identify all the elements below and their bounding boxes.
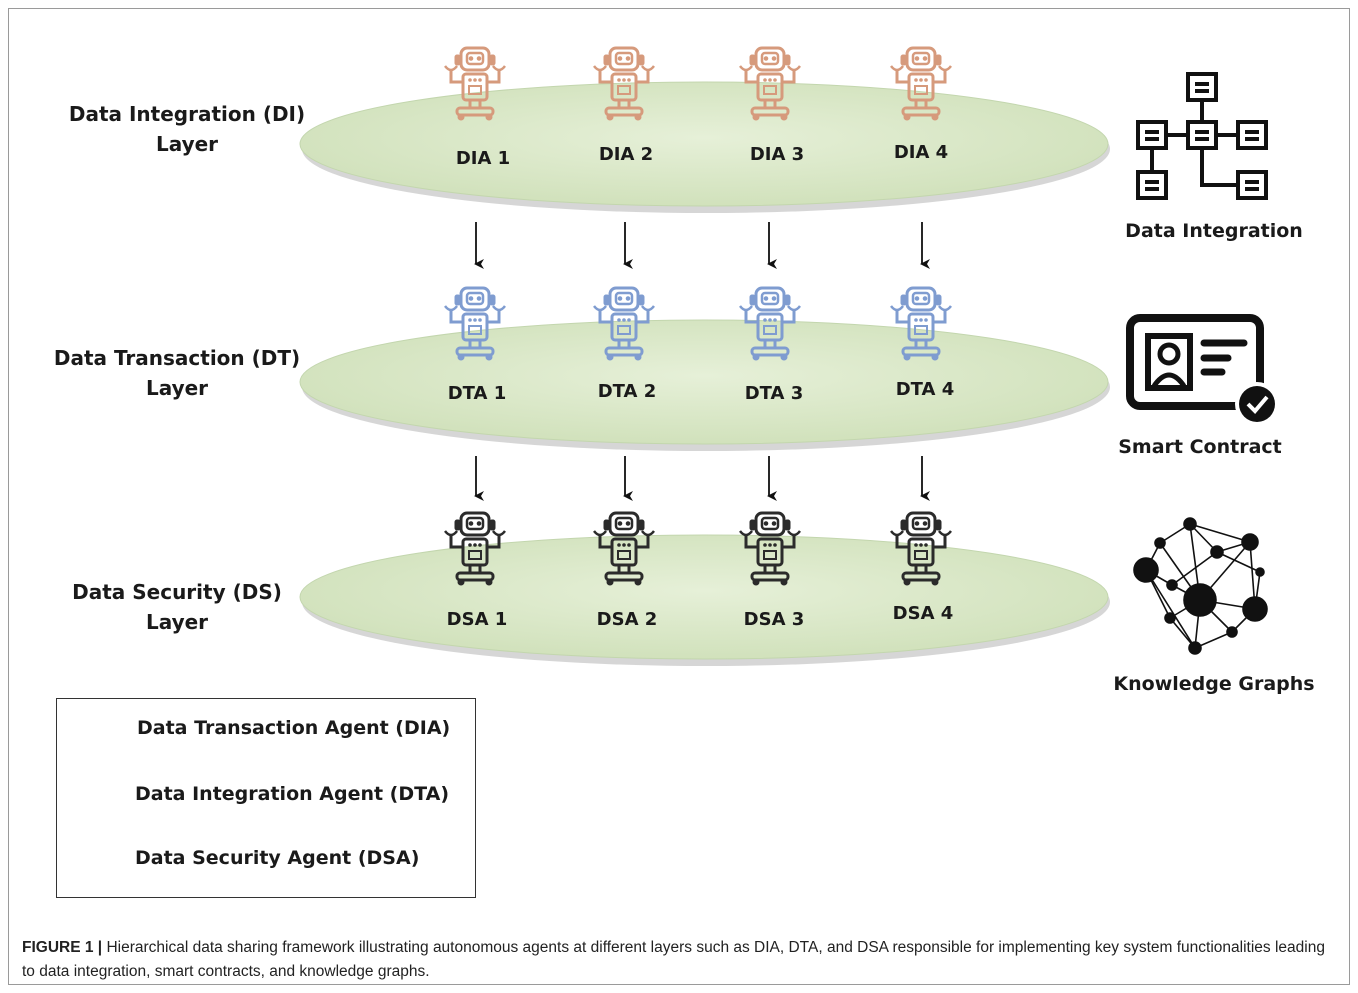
agent-label-dta-1: DTA 1	[447, 383, 507, 404]
layer-title: Data Security (DS)	[72, 580, 282, 604]
layer-disc-dt	[299, 319, 1110, 451]
caption-text: Hierarchical data sharing framework illu…	[22, 939, 1325, 980]
layer-label-di: Data Integration (DI) Layer	[62, 99, 312, 159]
figure-caption: FIGURE 1 | Hierarchical data sharing fra…	[22, 936, 1332, 984]
agent-label-dsa-3: DSA 3	[743, 609, 805, 630]
side-label-data-integration: Data Integration	[1125, 220, 1303, 242]
agent-label-dsa-4: DSA 4	[892, 603, 954, 624]
legend: Data Transaction Agent (DIA) Data Integr…	[56, 698, 476, 898]
figure-number: FIGURE 1 |	[22, 939, 103, 956]
layer-subtitle: Layer	[155, 132, 219, 156]
layer-subtitle: Layer	[145, 610, 209, 634]
agent-label-dsa-2: DSA 2	[596, 609, 658, 630]
figure-frame	[8, 8, 1350, 985]
agent-label-dta-4: DTA 4	[895, 379, 955, 400]
agent-label-dia-1: DIA 1	[455, 148, 511, 169]
agent-label-dia-3: DIA 3	[749, 144, 805, 165]
hierarchy-icon	[1136, 72, 1268, 200]
side-label-knowledge-graphs: Knowledge Graphs	[1113, 673, 1315, 695]
layer-title: Data Integration (DI)	[68, 102, 306, 126]
layer-disc-ds	[299, 534, 1110, 666]
agent-label-dia-4: DIA 4	[893, 142, 949, 163]
layer-label-ds: Data Security (DS) Layer	[52, 577, 302, 637]
contract-icon	[1126, 314, 1279, 426]
layer-label-dt: Data Transaction (DT) Layer	[52, 343, 302, 403]
agent-label-dta-2: DTA 2	[597, 381, 657, 402]
agent-label-dia-2: DIA 2	[598, 144, 654, 165]
legend-item-dsa: Data Security Agent (DSA)	[135, 847, 420, 869]
agent-label-dsa-1: DSA 1	[446, 609, 508, 630]
layer-disc-di	[299, 81, 1110, 213]
layer-subtitle: Layer	[145, 376, 209, 400]
network-graph-icon	[1133, 517, 1268, 655]
agent-label-dta-3: DTA 3	[744, 383, 804, 404]
layer-title: Data Transaction (DT)	[53, 346, 301, 370]
legend-item-dia: Data Transaction Agent (DIA)	[137, 717, 451, 739]
legend-item-dta: Data Integration Agent (DTA)	[135, 783, 450, 805]
side-label-smart-contract: Smart Contract	[1118, 436, 1282, 458]
